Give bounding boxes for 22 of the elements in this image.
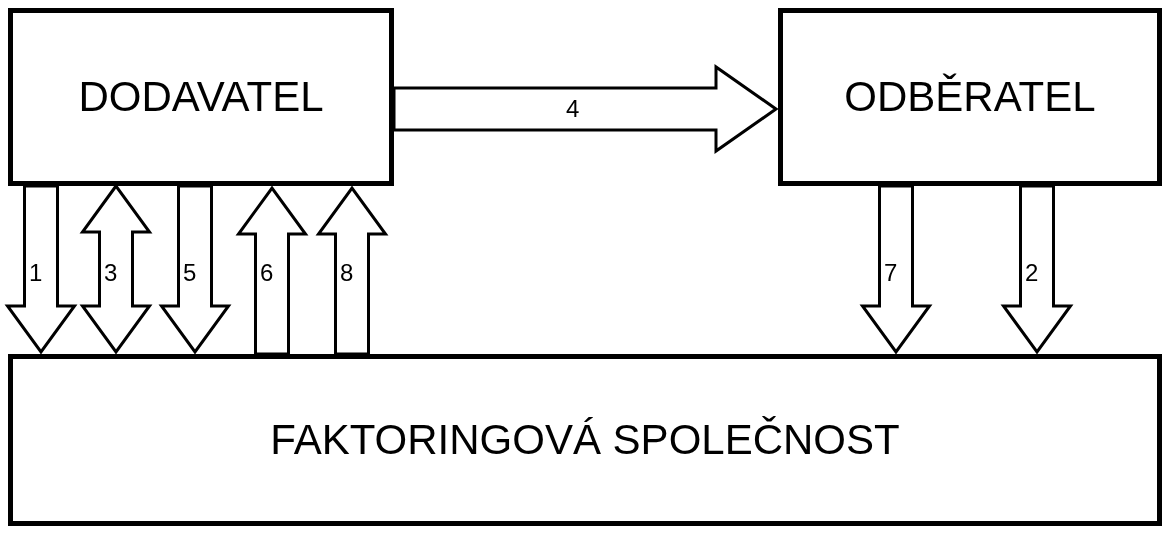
block-arrow [392, 64, 779, 154]
edge-label: 4 [566, 94, 580, 124]
entity-label: ODBĚRATEL [844, 72, 1096, 122]
block-arrow [315, 185, 389, 356]
edge-label: 7 [884, 258, 898, 288]
edge-label: 2 [1025, 258, 1039, 288]
entity-label: FAKTORINGOVÁ SPOLEČNOST [270, 415, 900, 465]
entity-box [8, 354, 1162, 526]
edge-label: 6 [260, 258, 274, 288]
block-arrow [1000, 184, 1074, 355]
entity-label: DODAVATEL [78, 72, 324, 122]
block-arrow [79, 183, 153, 355]
edge-label: 5 [183, 258, 197, 288]
block-arrow [4, 184, 78, 355]
entity-box [778, 8, 1162, 186]
edge-label: 1 [29, 258, 43, 288]
block-arrow [158, 184, 232, 355]
edge-label: 3 [104, 258, 118, 288]
block-arrow [235, 185, 309, 356]
edge-label: 8 [340, 258, 354, 288]
entity-box [8, 8, 394, 186]
block-arrow [859, 184, 933, 355]
